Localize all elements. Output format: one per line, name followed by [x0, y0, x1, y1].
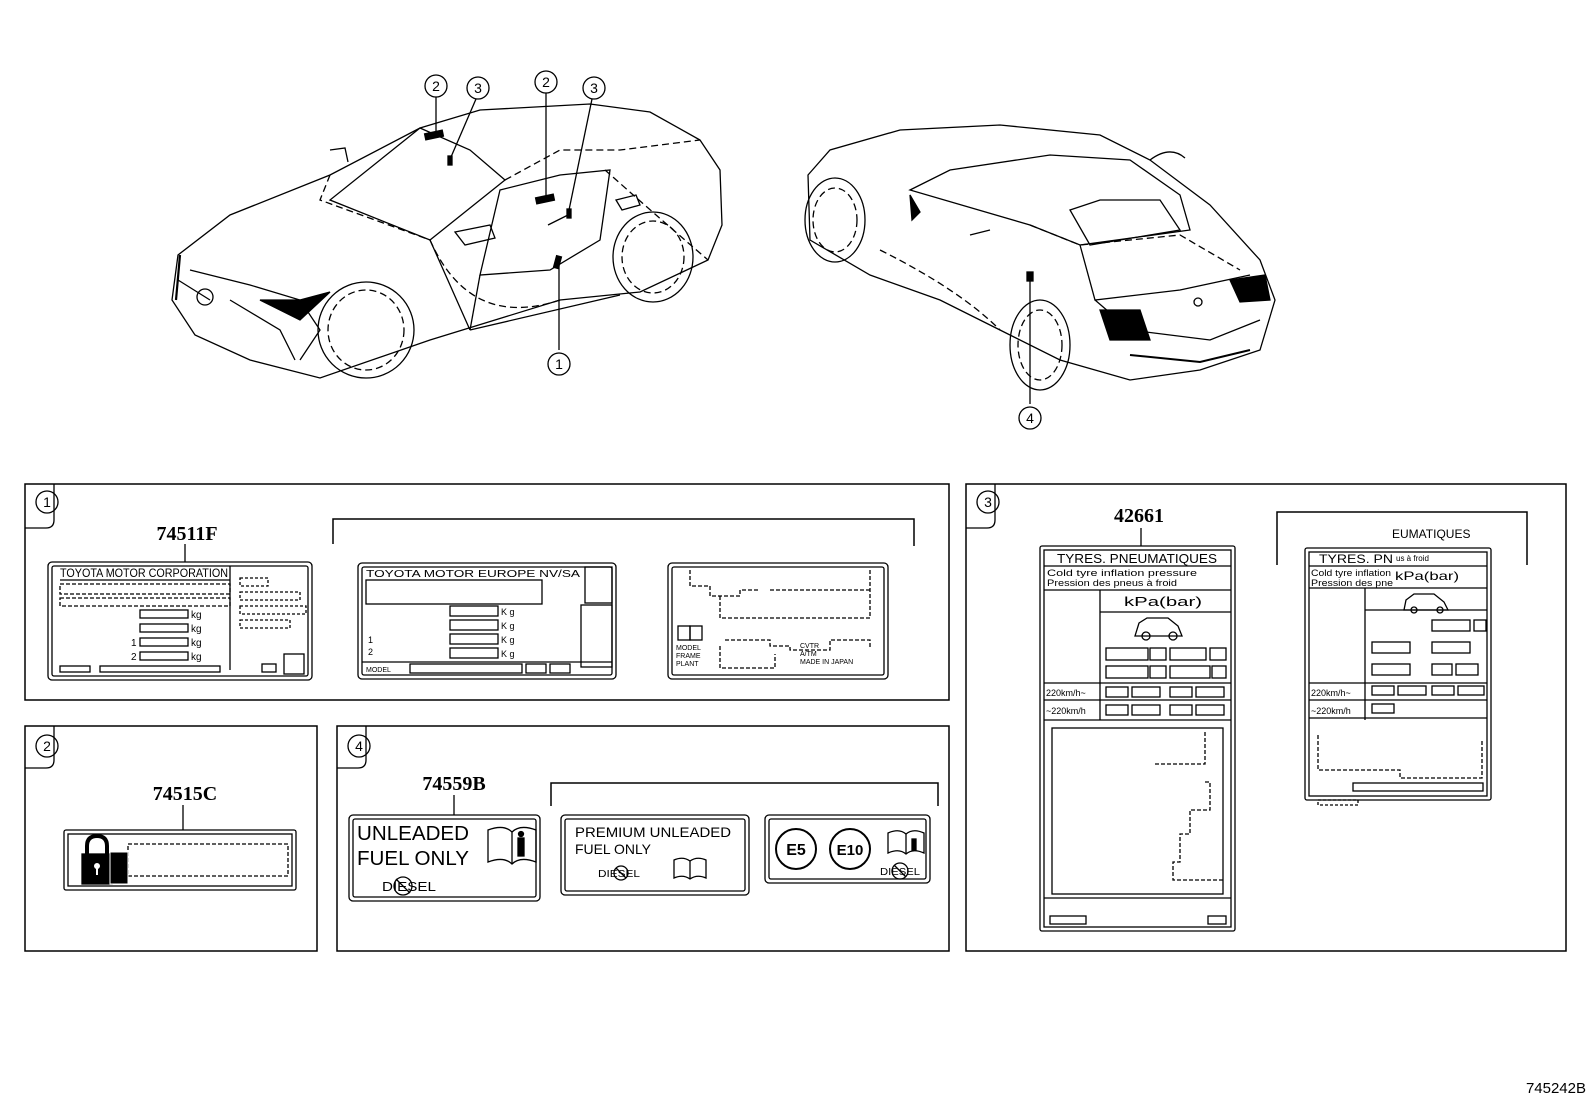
fuel-label-a-line-1: UNLEADED	[357, 823, 469, 845]
tyre-label-b-title: TYRES. PN	[1319, 552, 1393, 566]
vehicle-id-label-a	[47, 561, 313, 681]
callout-markers	[424, 70, 1042, 430]
tyre-label-b-unit: kPa(bar)	[1395, 569, 1459, 583]
callout-3-right-text: 3	[590, 80, 598, 96]
tyre-label-a-title: TYRES. PNEUMATIQUES	[1057, 551, 1217, 566]
e10-text: E10	[837, 842, 864, 859]
fuel-label-b-diesel: DIESEL	[598, 869, 641, 880]
panel-4-number: 4	[355, 738, 363, 754]
figure-id: 745242B	[1526, 1080, 1586, 1097]
label-b-kg-1: K g	[501, 607, 515, 617]
lock-icon	[81, 833, 129, 885]
tyre-label-a-speed-1: 220km/h~	[1046, 688, 1086, 698]
manual-info-icon-small	[887, 830, 925, 855]
tyre-label-b-speed-1: 220km/h~	[1311, 688, 1351, 698]
label-b-title: TOYOTA MOTOR EUROPE NV/SA	[366, 569, 580, 580]
tyre-label-a-speed-2: ~220km/h	[1046, 706, 1086, 716]
tyre-label-b-subtitle: us à froid	[1396, 554, 1429, 563]
panel-4-part-number: 74559B	[422, 773, 485, 795]
e5-badge	[775, 828, 817, 870]
tyre-label-b-speed-2: ~220km/h	[1311, 706, 1351, 716]
label-b-model: MODEL	[366, 667, 391, 674]
rear-car-illustration	[804, 124, 1276, 404]
panel-4	[336, 725, 950, 952]
callout-4-text: 4	[1026, 410, 1034, 426]
panel-2-number: 2	[43, 738, 51, 754]
label-b-row-1: 1	[368, 635, 373, 645]
label-b-kg-3: K g	[501, 635, 515, 645]
callout-3-left-text: 3	[474, 80, 482, 96]
callout-2-left-text: 2	[432, 78, 440, 94]
tyre-label-a-unit: kPa(bar)	[1124, 594, 1202, 609]
panel-3-part-number: 42661	[1114, 505, 1164, 527]
tyre-label-b-line-1: Cold tyre inflation	[1311, 568, 1391, 578]
label-c-model: MODEL	[676, 645, 701, 652]
tyre-label-b-line-2: Pression des pne	[1311, 578, 1393, 588]
label-a-kg-1: kg	[191, 610, 202, 621]
panel-2-part-number: 74515C	[153, 783, 217, 805]
label-a-kg-2: kg	[191, 624, 202, 635]
tyre-label-b	[1304, 547, 1492, 806]
fuel-label-b-line-2: FUEL ONLY	[575, 841, 652, 857]
panel-3	[965, 483, 1567, 952]
callout-3-left	[466, 76, 490, 100]
callout-4	[1018, 406, 1042, 430]
label-c-atm: A/TM	[800, 651, 817, 658]
callout-3-right	[582, 76, 606, 100]
e10-badge	[829, 828, 871, 870]
label-c-cvtr: CVTR	[800, 643, 819, 650]
fuel-label-a-line-2: FUEL ONLY	[357, 848, 469, 870]
no-diesel-icon	[891, 862, 909, 880]
e5-text: E5	[786, 842, 806, 859]
tyre-label-a-line-1: Cold tyre inflation pressure	[1047, 568, 1197, 578]
label-a-kg-3: kg	[191, 638, 202, 649]
no-diesel-icon	[613, 865, 629, 881]
label-c-plant: PLANT	[676, 661, 699, 668]
vehicle-id-label-b	[357, 562, 617, 680]
label-a-row-2: 2	[131, 652, 137, 663]
callout-2-right-text: 2	[542, 74, 550, 90]
callout-1	[547, 352, 571, 376]
label-a-row-1: 1	[131, 638, 137, 649]
front-car-illustration	[171, 93, 723, 379]
callout-2-left	[424, 74, 448, 98]
panel-1	[24, 483, 950, 701]
callout-1-text: 1	[555, 356, 563, 372]
tyre-label-a-line-2: Pression des pneus à froid	[1047, 578, 1177, 588]
vehicle-id-label-c	[667, 562, 889, 680]
no-diesel-icon	[393, 876, 413, 896]
manual-info-icon	[487, 826, 537, 865]
tyre-label-b-header: EUMATIQUES	[1392, 527, 1470, 541]
label-c-frame: FRAME	[676, 653, 701, 660]
panel-3-number: 3	[984, 494, 992, 510]
callout-2-right	[534, 70, 558, 94]
panel-2	[24, 725, 318, 952]
panel-1-number: 1	[43, 494, 51, 510]
label-a-kg-4: kg	[191, 652, 202, 663]
label-b-kg-2: K g	[501, 621, 515, 631]
fuel-label-c-diesel: DIESEL	[880, 867, 920, 878]
fuel-label-b-line-1: PREMIUM UNLEADED	[575, 824, 731, 840]
tyre-label-a	[1039, 545, 1236, 932]
label-b-kg-4: K g	[501, 649, 515, 659]
label-b-row-2: 2	[368, 647, 373, 657]
label-a-title: TOYOTA MOTOR CORPORATION	[60, 566, 228, 580]
fuel-label-a-diesel: DIESEL	[382, 879, 436, 894]
manual-icon	[673, 857, 707, 880]
label-c-made-in: MADE IN JAPAN	[800, 659, 853, 666]
panel-1-part-number: 74511F	[156, 523, 217, 545]
